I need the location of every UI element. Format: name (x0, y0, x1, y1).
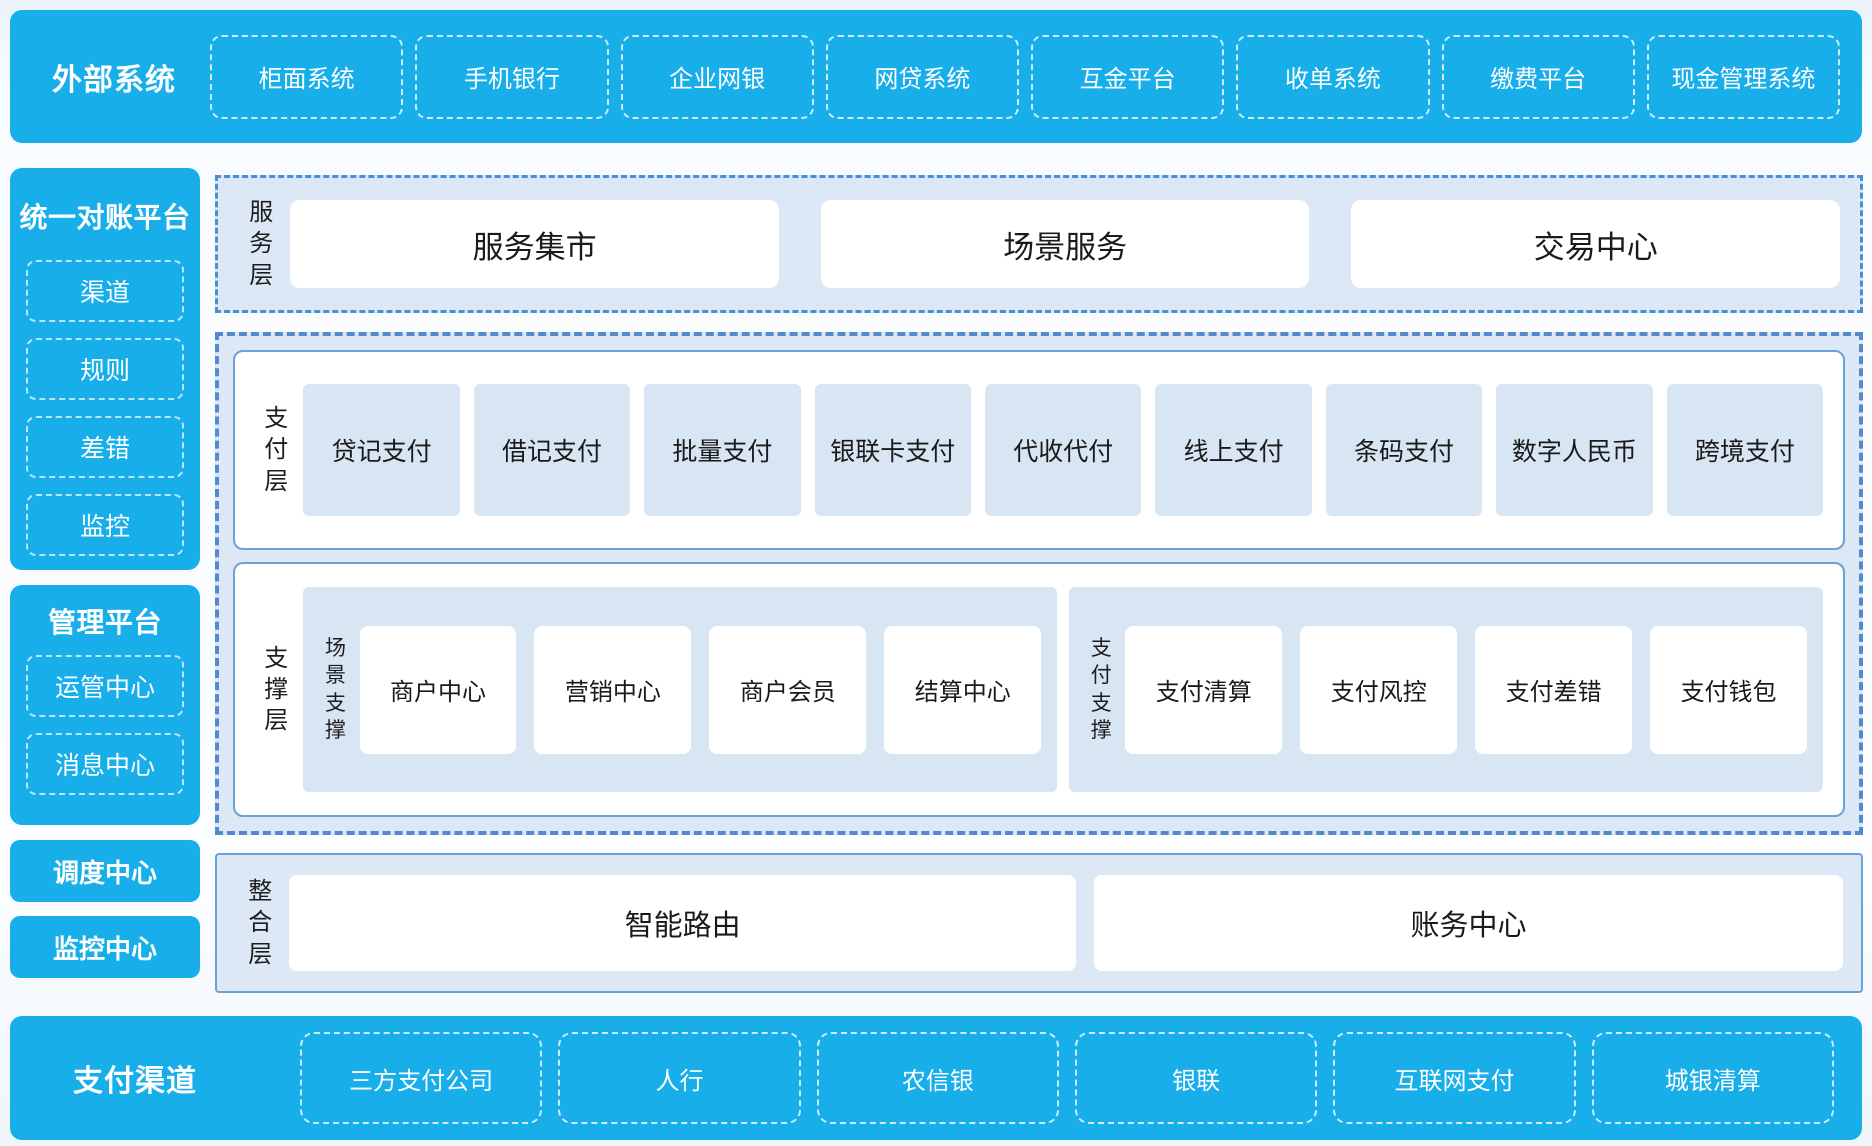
external-system-fee-payment: 缴费平台 (1441, 34, 1635, 119)
payment-layer-label: 支付层 (264, 405, 289, 495)
dispatch-center-block: 调度中心 (10, 840, 200, 902)
external-system-acquiring: 收单系统 (1236, 34, 1430, 119)
integration-box-smart-routing: 智能路由 (289, 875, 1076, 971)
payment-support-group: 支付支撑 支付清算 支付风控 支付差错 支付钱包 (1069, 587, 1824, 792)
payment-support-label: 支付支撑 (1090, 636, 1112, 742)
payment-channels-items: 三方支付公司 人行 农信银 银联 互联网支付 城银清算 (300, 1032, 1834, 1124)
integration-layer-label: 整合层 (248, 878, 273, 968)
payment-support-box-wallet: 支付钱包 (1650, 625, 1808, 754)
scene-support-group: 场景支撑 商户中心 营销中心 商户会员 结算中心 (303, 587, 1058, 792)
reconcile-item-channel: 渠道 (26, 260, 184, 322)
payment-item-collection-agency: 代收代付 (985, 384, 1142, 516)
channel-third-party-payment: 三方支付公司 (300, 1032, 543, 1124)
payment-channels-title: 支付渠道 (73, 1065, 197, 1098)
integration-layer: 整合层 智能路由 账务中心 (215, 853, 1863, 993)
payment-item-online: 线上支付 (1155, 384, 1312, 516)
monitor-center-block: 监控中心 (10, 916, 200, 978)
service-layer-label: 服务层 (249, 199, 274, 289)
scene-box-merchant-member: 商户会员 (709, 625, 867, 754)
payment-layer: 支付层 贷记支付 借记支付 批量支付 银联卡支付 代收代付 线上支付 条码支付 … (233, 350, 1845, 550)
payment-item-barcode: 条码支付 (1325, 384, 1483, 516)
architecture-main: 服务层 服务集市 场景服务 交易中心 支付层 贷记支付 借记支付 批量支付 银联… (215, 175, 1863, 993)
channel-pboc: 人行 (558, 1032, 801, 1124)
reconcile-platform-title: 统一对账平台 (19, 202, 191, 233)
service-layer: 服务层 服务集市 场景服务 交易中心 (215, 175, 1863, 313)
external-system-counter: 柜面系统 (210, 34, 404, 119)
external-system-cash-management: 现金管理系统 (1646, 34, 1840, 119)
integration-layer-boxes: 智能路由 账务中心 (289, 875, 1843, 971)
payment-item-digital-rmb: 数字人民币 (1496, 384, 1653, 516)
payment-layer-items: 贷记支付 借记支付 批量支付 银联卡支付 代收代付 线上支付 条码支付 数字人民… (303, 384, 1824, 516)
payment-item-credit: 贷记支付 (303, 384, 460, 516)
channel-city-bank-clearing: 城银清算 (1591, 1032, 1834, 1124)
payment-item-cross-border: 跨境支付 (1666, 384, 1824, 516)
scene-support-boxes: 商户中心 营销中心 商户会员 结算中心 (359, 625, 1042, 754)
reconcile-item-rules: 规则 (26, 338, 184, 400)
external-system-online-loan: 网贷系统 (825, 34, 1019, 119)
scene-support-label: 场景支撑 (324, 636, 346, 742)
payment-channels-bar: 支付渠道 三方支付公司 人行 农信银 银联 互联网支付 城银清算 (10, 1016, 1862, 1140)
payment-item-batch: 批量支付 (644, 384, 801, 516)
scene-box-merchant-center: 商户中心 (359, 625, 517, 754)
channel-internet-payment: 互联网支付 (1333, 1032, 1576, 1124)
external-system-corporate-ebank: 企业网银 (620, 34, 814, 119)
service-box-trade-center: 交易中心 (1351, 200, 1840, 288)
external-system-mobile-bank: 手机银行 (415, 34, 609, 119)
service-box-service-market: 服务集市 (290, 200, 779, 288)
external-systems-items: 柜面系统 手机银行 企业网银 网贷系统 互金平台 收单系统 缴费平台 现金管理系… (210, 34, 1840, 119)
management-item-operations-center: 运管中心 (26, 655, 184, 717)
management-platform-title: 管理平台 (47, 607, 162, 638)
channel-rural-credit-bank: 农信银 (816, 1032, 1059, 1124)
service-layer-boxes: 服务集市 场景服务 交易中心 (290, 200, 1840, 288)
payment-support-box-clearing: 支付清算 (1125, 625, 1283, 754)
scene-box-settlement-center: 结算中心 (884, 625, 1042, 754)
reconcile-item-discrepancy: 差错 (26, 416, 184, 478)
core-layers-wrap: 支付层 贷记支付 借记支付 批量支付 银联卡支付 代收代付 线上支付 条码支付 … (215, 332, 1863, 835)
support-layer-label: 支撑层 (264, 644, 289, 735)
channel-unionpay: 银联 (1074, 1032, 1318, 1124)
payment-item-unionpay-card: 银联卡支付 (814, 384, 972, 516)
management-platform-block: 管理平台 运管中心 消息中心 (10, 585, 200, 825)
payment-item-debit: 借记支付 (473, 384, 631, 516)
external-systems-title: 外部系统 (52, 63, 176, 97)
support-layer-groups: 场景支撑 商户中心 营销中心 商户会员 结算中心 支付支撑 支付清算 支付风控 … (303, 587, 1824, 792)
external-system-fintech-platform: 互金平台 (1031, 34, 1225, 119)
payment-support-boxes: 支付清算 支付风控 支付差错 支付钱包 (1125, 625, 1808, 754)
payment-support-box-discrepancy: 支付差错 (1475, 625, 1633, 754)
management-item-message-center: 消息中心 (26, 733, 184, 795)
external-systems-bar: 外部系统 柜面系统 手机银行 企业网银 网贷系统 互金平台 收单系统 缴费平台 … (10, 10, 1862, 143)
payment-support-box-risk-control: 支付风控 (1300, 625, 1458, 754)
support-layer: 支撑层 场景支撑 商户中心 营销中心 商户会员 结算中心 支付支撑 支付清算 (233, 562, 1845, 817)
reconcile-platform-block: 统一对账平台 渠道 规则 差错 监控 (10, 168, 200, 570)
scene-box-marketing-center: 营销中心 (534, 625, 692, 754)
integration-box-accounting-center: 账务中心 (1093, 875, 1843, 971)
service-box-scene-service: 场景服务 (820, 200, 1310, 288)
reconcile-item-monitoring: 监控 (26, 494, 184, 556)
